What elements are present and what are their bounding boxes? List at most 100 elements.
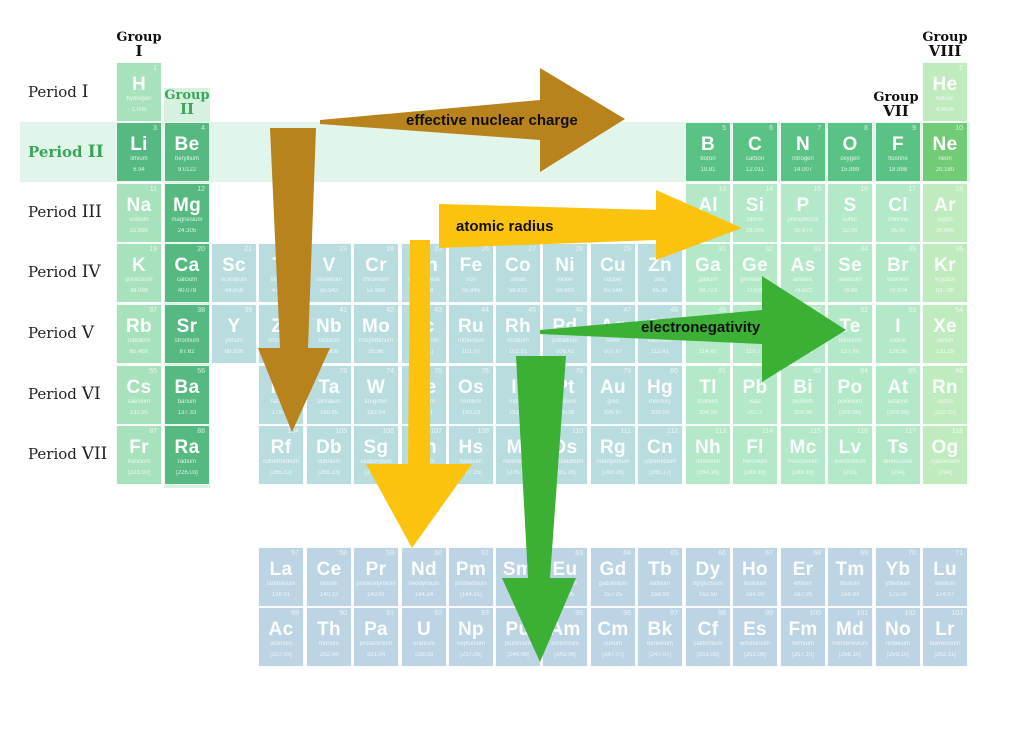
element-name: thulium (840, 581, 860, 587)
element-symbol: In (699, 316, 717, 337)
atomic-mass: [288.19] (792, 470, 814, 476)
element-symbol: At (887, 377, 909, 398)
atomic-mass: 74.922 (793, 288, 813, 294)
element-name: bohrium (413, 459, 435, 465)
atomic-mass: 102.91 (508, 349, 528, 355)
element-name: chlorine (887, 217, 909, 223)
atomic-mass: [223.02] (128, 470, 150, 476)
atomic-mass: 35.45 (890, 228, 906, 234)
element-name: calcium (176, 277, 198, 283)
atomic-mass: 127.60 (840, 349, 860, 355)
atomic-number: 105 (335, 428, 347, 435)
element-name: rutherfordium (263, 459, 299, 465)
atomic-number: 80 (670, 368, 678, 375)
element-name: astatine (887, 399, 909, 405)
atomic-number: 17 (908, 186, 916, 193)
element-name: titanium (270, 277, 292, 283)
atomic-mass: 15.999 (840, 167, 860, 173)
element-name: gold (607, 399, 619, 405)
element-symbol: Li (130, 134, 148, 155)
atomic-mass: 232.04 (319, 652, 339, 658)
atomic-number: 35 (908, 246, 916, 253)
group-word: Group (164, 88, 210, 103)
atomic-mass: [227.03] (270, 652, 292, 658)
element-symbol: Fm (788, 619, 818, 640)
atomic-number: 32 (765, 246, 773, 253)
element-name: thorium (318, 641, 339, 647)
atomic-number: 6 (769, 125, 773, 132)
atomic-number: 113 (714, 428, 726, 435)
element-name: neptunium (456, 641, 486, 647)
element-symbol: Yb (885, 559, 911, 580)
element-symbol: W (366, 377, 386, 398)
atomic-mass: 69.723 (698, 288, 718, 294)
atomic-number: 65 (670, 550, 678, 557)
element-symbol: Cs (126, 377, 152, 398)
atomic-mass: 91.224 (271, 349, 291, 355)
atomic-mass: 83.798 (935, 288, 955, 294)
atomic-mass: [247.07] (602, 652, 624, 658)
atomic-number: 98 (718, 610, 726, 617)
element-name: zinc (654, 277, 666, 283)
element-name: americium (551, 641, 579, 647)
element-symbol: Co (505, 255, 531, 276)
atomic-number: 58 (339, 550, 347, 557)
atomic-mass: 9.0122 (177, 167, 197, 173)
element-symbol: Lv (838, 437, 862, 458)
element-symbol: Rn (932, 377, 958, 398)
atomic-mass: 173.05 (888, 592, 908, 598)
element-symbol: Re (411, 377, 437, 398)
element-name: lawrencium (929, 641, 961, 647)
atomic-number: 77 (528, 368, 536, 375)
atomic-number: 96 (623, 610, 631, 617)
atomic-number: 66 (718, 550, 726, 557)
element-symbol: Ir (511, 377, 525, 398)
atomic-number: 104 (287, 428, 299, 435)
element-symbol: Te (839, 316, 861, 337)
atomic-number: 97 (670, 610, 678, 617)
element-name: actinium (269, 641, 293, 647)
element-name: seaborgium (360, 459, 392, 465)
element-name: curium (603, 641, 622, 647)
element-name: dysprosium (692, 581, 724, 587)
period-numeral: VI (81, 384, 101, 404)
element-symbol: Hf (270, 377, 292, 398)
element-name: neon (938, 156, 952, 162)
atomic-number: 53 (908, 307, 916, 314)
element-symbol: Bk (647, 619, 673, 640)
period-word: Period (28, 203, 77, 221)
atomic-number: 73 (339, 368, 347, 375)
atomic-number: 116 (856, 428, 868, 435)
element-symbol: S (843, 195, 857, 216)
atomic-mass: [268.13] (318, 470, 340, 476)
atomic-mass: 54.938 (414, 288, 434, 294)
atomic-mass: 114.82 (699, 349, 717, 355)
atomic-mass: 26.982 (698, 228, 718, 234)
atomic-mass: 10.81 (700, 167, 716, 173)
element-name: bismuth (792, 399, 814, 405)
element-symbol: Fr (129, 437, 149, 458)
period-label-4: Period IV (28, 262, 101, 282)
atomic-number: 67 (765, 550, 773, 557)
atomic-number: 89 (291, 610, 299, 617)
atomic-number: 103 (951, 610, 963, 617)
